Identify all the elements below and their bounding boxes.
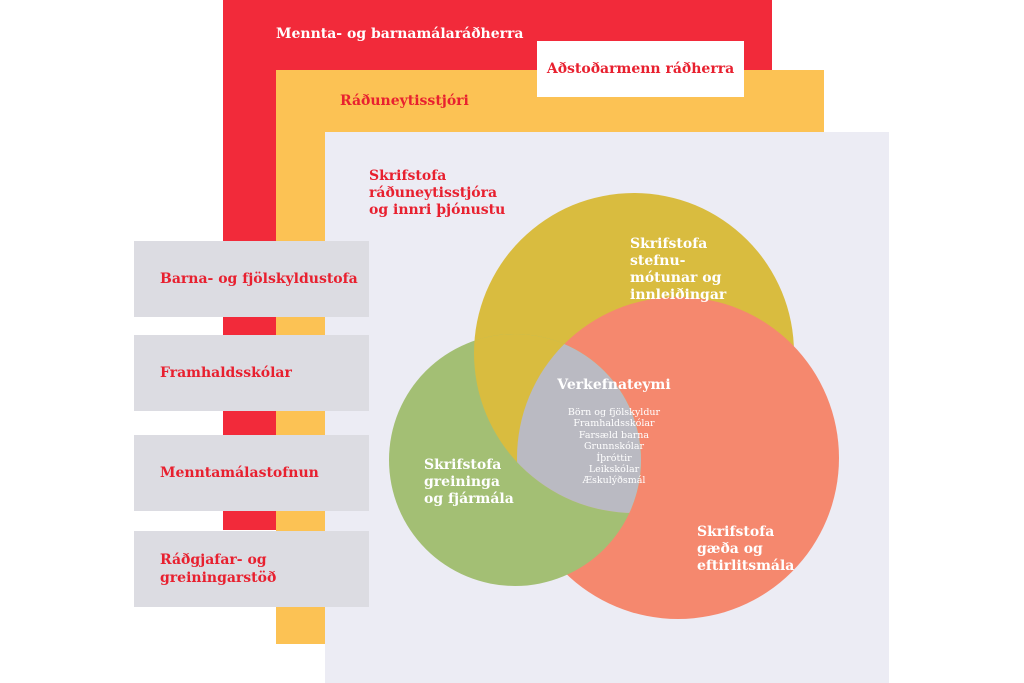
project-teams-title: Verkefnateymi xyxy=(557,377,671,393)
project-teams-center xyxy=(517,334,641,513)
agency-box-counselling-centre: Ráðgjafar- og greiningarstöð xyxy=(134,531,369,607)
minister-label: Mennta- og barnamálaráðherra xyxy=(276,26,524,42)
policy-office-label: Skrifstofa stefnu- mótunar og innleiðing… xyxy=(630,236,727,303)
project-team-item: Farsæld barna xyxy=(578,429,650,441)
analysis-office-label: Skrifstofa greininga og fjármála xyxy=(424,457,514,507)
project-team-item: Íþróttir xyxy=(596,452,632,464)
assistants-label: Aðstoðarmenn ráðherra xyxy=(546,61,735,77)
project-team-item: Framhaldsskólar xyxy=(573,418,655,430)
agency-box-upper-secondary: Framhaldsskólar xyxy=(134,335,369,411)
project-team-item: Börn og fjölskyldur xyxy=(567,407,661,418)
assistants-box: Aðstoðarmenn ráðherra xyxy=(537,41,744,97)
agency-label: Framhaldsskólar xyxy=(160,365,292,381)
project-team-item: Grunnskólar xyxy=(583,441,645,453)
project-team-item: Æskulýðsmál xyxy=(582,475,646,487)
agency-label: Barna- og fjölskyldustofa xyxy=(160,271,358,287)
permanent-secretary-label: Ráðuneytisstjóri xyxy=(340,93,469,109)
quality-office-label: Skrifstofa gæða og eftirlitsmála xyxy=(697,524,795,574)
agency-box-education-directorate: Menntamálastofnun xyxy=(134,435,369,511)
agency-label: Ráðgjafar- og greiningarstöð xyxy=(160,552,277,586)
project-teams-list: Börn og fjölskyldur Framhaldsskólar Fars… xyxy=(535,407,693,487)
project-team-item: Leikskólar xyxy=(588,464,640,476)
office-of-permanent-secretary-label: Skrifstofa ráðuneytisstjóra og innri þjó… xyxy=(369,168,506,218)
agency-box-family: Barna- og fjölskyldustofa xyxy=(134,241,369,317)
agency-label: Menntamálastofnun xyxy=(160,465,319,481)
